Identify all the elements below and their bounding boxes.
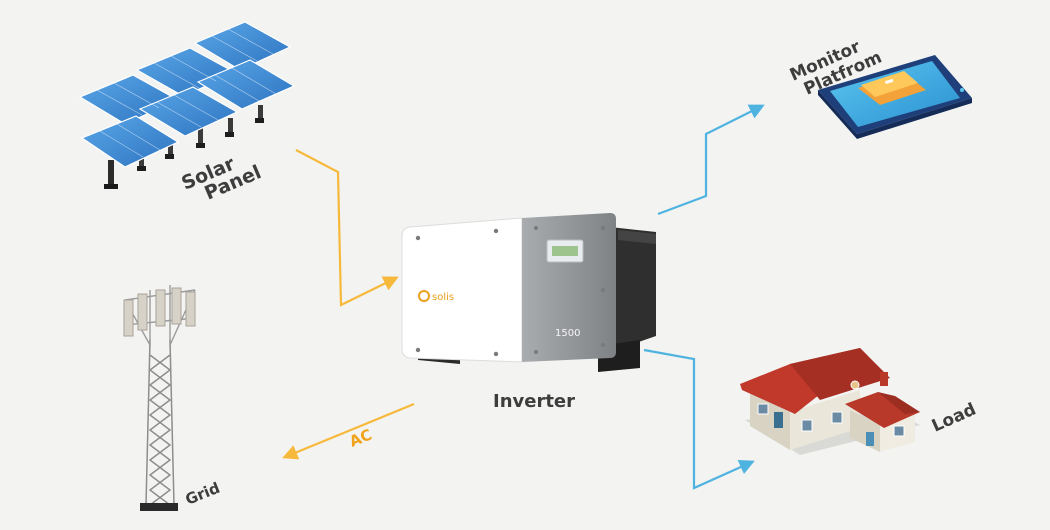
phone-monitor-icon [818, 55, 972, 139]
ac-flow-arrow [282, 402, 415, 460]
solar-panel-icon [78, 21, 296, 189]
dc-flow-arrow [295, 149, 399, 307]
inverter-model: 1500 [555, 328, 580, 339]
inverter-label: Inverter [493, 391, 575, 412]
inverter-icon: solis 1500 [401, 213, 656, 372]
grid-label: Grid [183, 479, 223, 509]
load-flow-arrow [643, 348, 755, 490]
inverter-brand: solis [432, 292, 454, 303]
monitor-data-arrow [657, 104, 765, 216]
house-icon [740, 348, 920, 455]
transmission-tower-icon [123, 285, 196, 511]
load-label: Load [929, 400, 979, 437]
